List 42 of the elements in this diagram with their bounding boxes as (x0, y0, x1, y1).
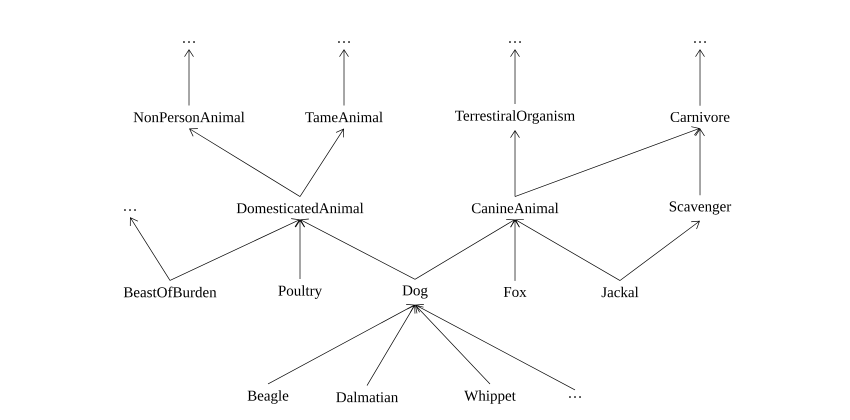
arrow (510, 130, 520, 197)
arrow (170, 218, 300, 281)
concept-label: Beagle (248, 390, 288, 404)
arrow (295, 219, 305, 280)
arrow (189, 128, 300, 197)
arrow (130, 217, 170, 281)
concept-label: Poultry (278, 285, 322, 299)
concept-label: … (183, 41, 195, 43)
concept-label: Carnivore (670, 112, 730, 122)
arrow (414, 219, 515, 280)
arrow (620, 220, 700, 281)
arrow (695, 49, 705, 106)
arrow (300, 128, 344, 197)
concept-label: Scavenger (670, 201, 732, 215)
concept-label: … (569, 396, 581, 398)
arrow (268, 304, 415, 384)
arrow (515, 219, 620, 281)
concept-label: TameAnimal (305, 112, 383, 122)
arrow (415, 304, 490, 384)
concept-label: BeastOfBurden (124, 286, 216, 298)
arrow (184, 49, 194, 106)
arrow (510, 219, 520, 282)
concept-label: Dalmatian (336, 392, 398, 402)
concept-label: Jackal (602, 286, 638, 298)
concept-label: … (124, 209, 136, 211)
concept-label: … (338, 41, 350, 43)
concept-label: Fox (504, 287, 526, 297)
arrow (366, 304, 416, 386)
concept-label: Dog (402, 285, 428, 299)
arrow (339, 49, 349, 106)
arrow (300, 218, 416, 280)
concept-label: Whippet (464, 390, 516, 404)
concept-label: NonPersonAnimal (134, 112, 245, 122)
concept-label: … (509, 41, 521, 43)
arrow (695, 128, 705, 196)
concept-label: DomesticatedAnimal (236, 202, 364, 214)
arrow (415, 304, 576, 390)
concept-label: … (694, 41, 706, 43)
concept-label: CanineAnimal (472, 202, 558, 214)
arrow (514, 126, 700, 197)
concept-label: TerrestiralOrganism (455, 110, 575, 124)
arrow (510, 49, 520, 104)
